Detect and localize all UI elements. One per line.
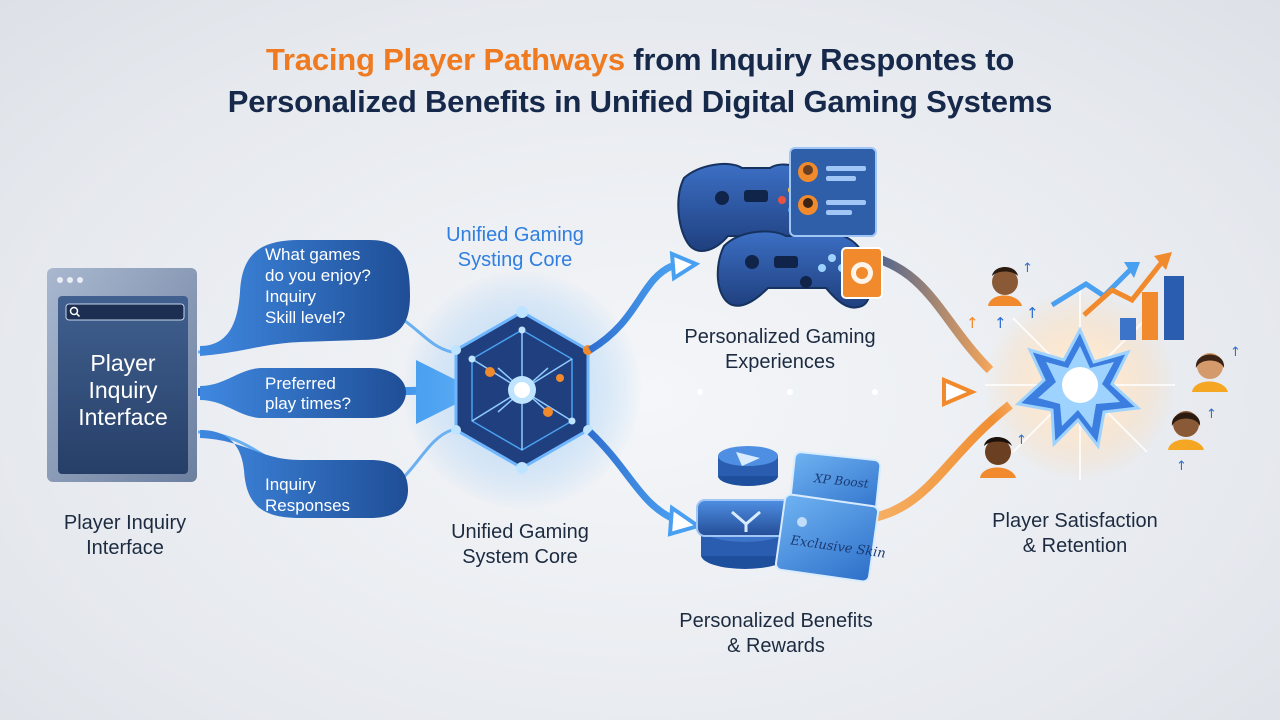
- growth-chart-icon: [1050, 252, 1184, 340]
- inquiry-line: Responses: [265, 496, 351, 515]
- page-title: Tracing Player Pathways from Inquiry Res…: [0, 42, 1280, 78]
- caption-line: Player Satisfaction: [992, 510, 1158, 532]
- inquiry-line: Preferred: [265, 374, 336, 393]
- caption-line: Unified Gaming: [446, 224, 584, 246]
- growth-arrows-icon: ↑ ↑ ↑: [966, 304, 1039, 332]
- caption-line: & Retention: [1022, 535, 1128, 557]
- title-line1-rest: from Inquiry Respontes to: [624, 42, 1015, 77]
- inquiry-bubble-3: [200, 430, 408, 518]
- caption-inquiry-interface: Player Inquiry Interface: [30, 511, 220, 561]
- page-subtitle: Personalized Benefits in Unified Digital…: [227, 84, 1053, 119]
- inquiry-bubble-2: [200, 368, 406, 418]
- network-core-icon: [402, 270, 642, 510]
- inquiry-line: do you enjoy?: [265, 266, 371, 285]
- inquiry-bubble-1-text: What games do you enjoy? Inquiry Skill l…: [265, 244, 371, 328]
- search-icon: [69, 306, 81, 318]
- inquiry-line: Skill level?: [265, 308, 346, 327]
- caption-line: Unified Gaming: [451, 521, 589, 543]
- svg-text:↑: ↑: [966, 314, 979, 332]
- core-output-flows: [587, 250, 1013, 537]
- inquiry-bubble-1: [200, 240, 410, 356]
- window-dots-icon: [57, 277, 83, 283]
- inquiry-panel-title-line: Player: [90, 350, 156, 376]
- reward-card-bottom: [774, 493, 880, 583]
- inquiry-interface-panel: [47, 268, 197, 482]
- caption-line: Personalized Gaming: [684, 326, 876, 348]
- gamepad-icon: [716, 230, 872, 309]
- profile-card-icon: [789, 147, 877, 237]
- caption-core-top: Unified Gaming Systing Core: [420, 223, 610, 273]
- inquiry-line: Inquiry: [265, 475, 317, 494]
- inquiry-panel-title: Player Inquiry Interface: [58, 350, 188, 431]
- inquiry-panel-title-line: Inquiry: [88, 377, 158, 403]
- svg-text:↑: ↑: [994, 314, 1007, 332]
- mini-card-icon: [841, 247, 883, 299]
- caption-line: & Rewards: [727, 635, 825, 657]
- svg-text:↑: ↑: [1022, 261, 1033, 276]
- caption-benefits: Personalized Benefits & Rewards: [656, 609, 896, 659]
- caption-line: System Core: [462, 546, 578, 568]
- caption-line: Player Inquiry: [63, 512, 187, 534]
- player-avatar-icon: ↑: [980, 433, 1027, 478]
- svg-text:↑: ↑: [1176, 459, 1187, 474]
- inquiry-line: What games: [265, 245, 361, 264]
- player-avatar-icon: ↑: [988, 261, 1033, 306]
- svg-text:↑: ↑: [1206, 407, 1217, 422]
- title-highlight: Tracing Player Pathways: [265, 42, 625, 77]
- inquiry-line: play times?: [265, 394, 351, 413]
- caption-line: Systing Core: [457, 249, 573, 271]
- caption-satisfaction: Player Satisfaction & Retention: [960, 509, 1190, 559]
- caption-line: Experiences: [724, 351, 836, 373]
- caption-line: Interface: [86, 537, 164, 559]
- caption-line: Personalized Benefits: [679, 610, 873, 632]
- inquiry-bubble-3-text: Inquiry Responses: [265, 474, 350, 516]
- inquiry-bubble-2-text: Preferred play times?: [265, 374, 351, 414]
- svg-text:↑: ↑: [1230, 345, 1241, 360]
- caption-core-bottom: Unified Gaming System Core: [420, 520, 620, 570]
- player-avatar-icon: ↑ ↑: [1168, 407, 1217, 474]
- svg-text:↑: ↑: [1016, 433, 1027, 448]
- search-input[interactable]: [65, 303, 185, 321]
- svg-text:↑: ↑: [1026, 304, 1039, 322]
- inquiry-panel-title-line: Interface: [78, 404, 168, 430]
- player-avatar-icon: ↑: [1192, 345, 1241, 392]
- inquiry-line: Inquiry: [265, 287, 317, 306]
- caption-experiences: Personalized Gaming Experiences: [660, 325, 900, 375]
- reward-token-icon: [696, 446, 794, 569]
